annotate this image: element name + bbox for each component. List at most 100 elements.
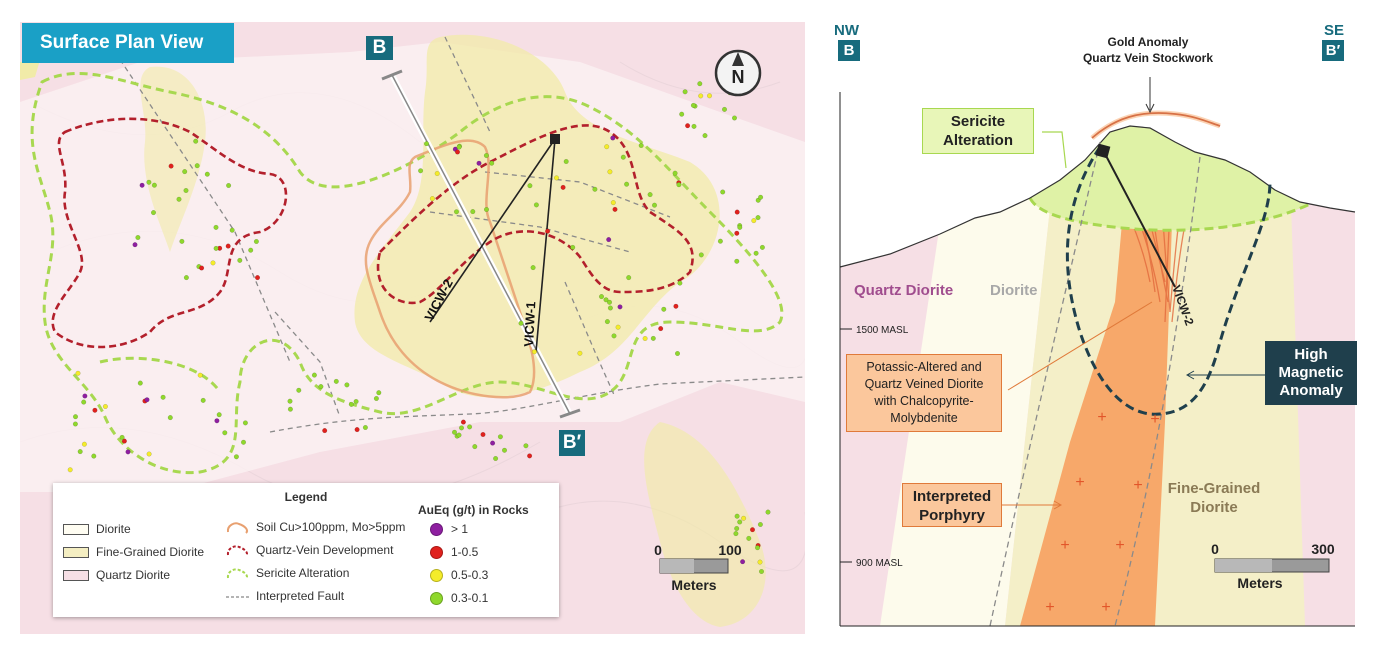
magnetic-anomaly-outline: [1065, 146, 1272, 416]
legend-au-row-1: > 1: [430, 522, 468, 537]
rock-sample-point: [194, 163, 200, 169]
rock-sample-point: [533, 202, 539, 208]
porphyry-plus-sign: +: [1150, 411, 1159, 428]
map-scale-zero: 0: [654, 542, 662, 558]
rock-sample-point: [176, 196, 182, 202]
rock-sample-point: [200, 397, 206, 403]
legend-symbol-sericite: [226, 568, 249, 580]
section-end-label: B′: [559, 430, 585, 456]
legend-au-label-3: 0.5-0.3: [451, 568, 489, 582]
rock-sample-point: [67, 467, 73, 473]
rock-sample-point: [353, 399, 359, 405]
gold-anomaly-label-2: Quartz Vein Stockwork: [1083, 51, 1213, 65]
legend-row-quartz-diorite: Quartz Diorite: [63, 568, 170, 582]
rock-sample-point: [121, 438, 127, 444]
rock-sample-point: [459, 425, 465, 431]
rock-sample-point: [81, 441, 87, 447]
rock-sample-point: [676, 182, 682, 188]
rock-sample-point: [753, 250, 759, 256]
rock-sample-point: [229, 227, 235, 233]
fine-grained-diorite-zone-3: [644, 422, 766, 627]
rock-sample-point: [73, 414, 79, 420]
rock-sample-point: [213, 224, 219, 230]
drillhole-trace-vicw1: [535, 138, 556, 353]
rock-sample-point: [75, 370, 81, 376]
rock-sample-point: [672, 170, 678, 176]
rock-sample-point: [611, 333, 617, 339]
rock-sample-point: [560, 184, 566, 190]
porphyry-plus-sign: +: [1101, 599, 1110, 616]
rock-sample-point: [698, 93, 704, 99]
porphyry-callout: Interpreted Porphyry: [902, 483, 1002, 527]
section-scale-bar: 0 300 Meters: [1211, 541, 1335, 591]
rock-sample-point: [467, 424, 473, 430]
legend-title: Legend: [284, 490, 328, 504]
drillhole-label-vicw1: VICW-1: [521, 301, 538, 347]
rock-sample-point: [755, 215, 761, 221]
legend-au-dot-2: [430, 546, 443, 560]
rock-sample-point: [626, 275, 632, 281]
rock-sample-point: [673, 303, 679, 309]
rock-sample-point: [144, 397, 150, 403]
legend-swatch-fine-grained-diorite: [63, 547, 89, 559]
section-letter-b: B: [838, 40, 860, 61]
rock-sample-point: [658, 326, 664, 332]
sericite-callout: Sericite Alteration: [922, 108, 1034, 154]
rock-sample-point: [72, 421, 78, 427]
fine-grained-diorite-zone-1: [354, 34, 720, 398]
rock-sample-point: [452, 429, 458, 435]
rock-sample-point: [455, 149, 461, 155]
rock-sample-point: [523, 443, 529, 449]
rock-sample-point: [225, 243, 231, 249]
rock-sample-point: [183, 187, 189, 193]
rock-sample-point: [354, 427, 360, 433]
rock-sample-point: [497, 434, 503, 440]
rock-sample-point: [759, 244, 765, 250]
rock-sample-point: [592, 186, 598, 192]
rock-sample-point: [650, 335, 656, 341]
section-line-cap-bprime: [559, 408, 581, 419]
rock-sample-point: [240, 439, 246, 445]
rock-sample-point: [242, 420, 248, 426]
rock-sample-point: [476, 160, 482, 166]
potassic-callout-line2: Quartz Veined Diorite: [864, 377, 984, 391]
rock-sample-point: [530, 265, 536, 271]
legend-row-fault: Interpreted Fault: [225, 589, 344, 604]
rock-sample-point: [734, 258, 740, 264]
rock-sample-point: [682, 89, 688, 95]
label-diorite: Diorite: [990, 282, 1038, 299]
cross-section: 1500 MASL 900 MASL VICW-2 ++++++++ Gold …: [830, 22, 1362, 634]
rock-sample-point: [679, 111, 685, 117]
elevation-900: 900 MASL: [856, 558, 903, 569]
rock-sample-point: [434, 170, 440, 176]
rock-sample-point: [429, 196, 435, 202]
rock-sample-point: [570, 244, 576, 250]
rock-sample-point: [193, 138, 199, 144]
rock-sample-point: [685, 123, 691, 129]
rock-sample-point: [362, 425, 368, 431]
rock-sample-point: [606, 237, 612, 243]
label-fine-grained-line2: Diorite: [1190, 499, 1238, 516]
rock-sample-point: [460, 419, 466, 425]
rock-sample-point: [527, 453, 533, 459]
rock-sample-point: [296, 387, 302, 393]
porphyry-body: [1020, 132, 1175, 626]
legend-row-soil: Soil Cu>100ppm, Mo>5ppm: [225, 520, 405, 535]
magnetic-callout-line1: High: [1294, 346, 1328, 363]
rock-sample-point: [102, 404, 108, 410]
legend-au-label-4: 0.3-0.1: [451, 591, 489, 605]
rock-sample-point: [151, 182, 157, 188]
rock-sample-point: [758, 194, 764, 200]
rock-sample-point: [607, 305, 613, 311]
rock-sample-point: [599, 294, 605, 300]
potassic-callout-line3: with Chalcopyrite-: [874, 394, 974, 408]
potassic-callout-line1: Potassic-Altered and: [866, 360, 982, 374]
legend-label-fault: Interpreted Fault: [256, 589, 345, 603]
rock-sample-point: [751, 218, 757, 224]
porphyry-callout-line1: Interpreted: [912, 488, 992, 505]
potassic-leader: [1007, 301, 1153, 391]
rock-sample-point: [470, 209, 476, 215]
rock-sample-point: [638, 142, 644, 148]
rock-sample-point: [146, 451, 152, 457]
rock-sample-point: [732, 115, 738, 121]
